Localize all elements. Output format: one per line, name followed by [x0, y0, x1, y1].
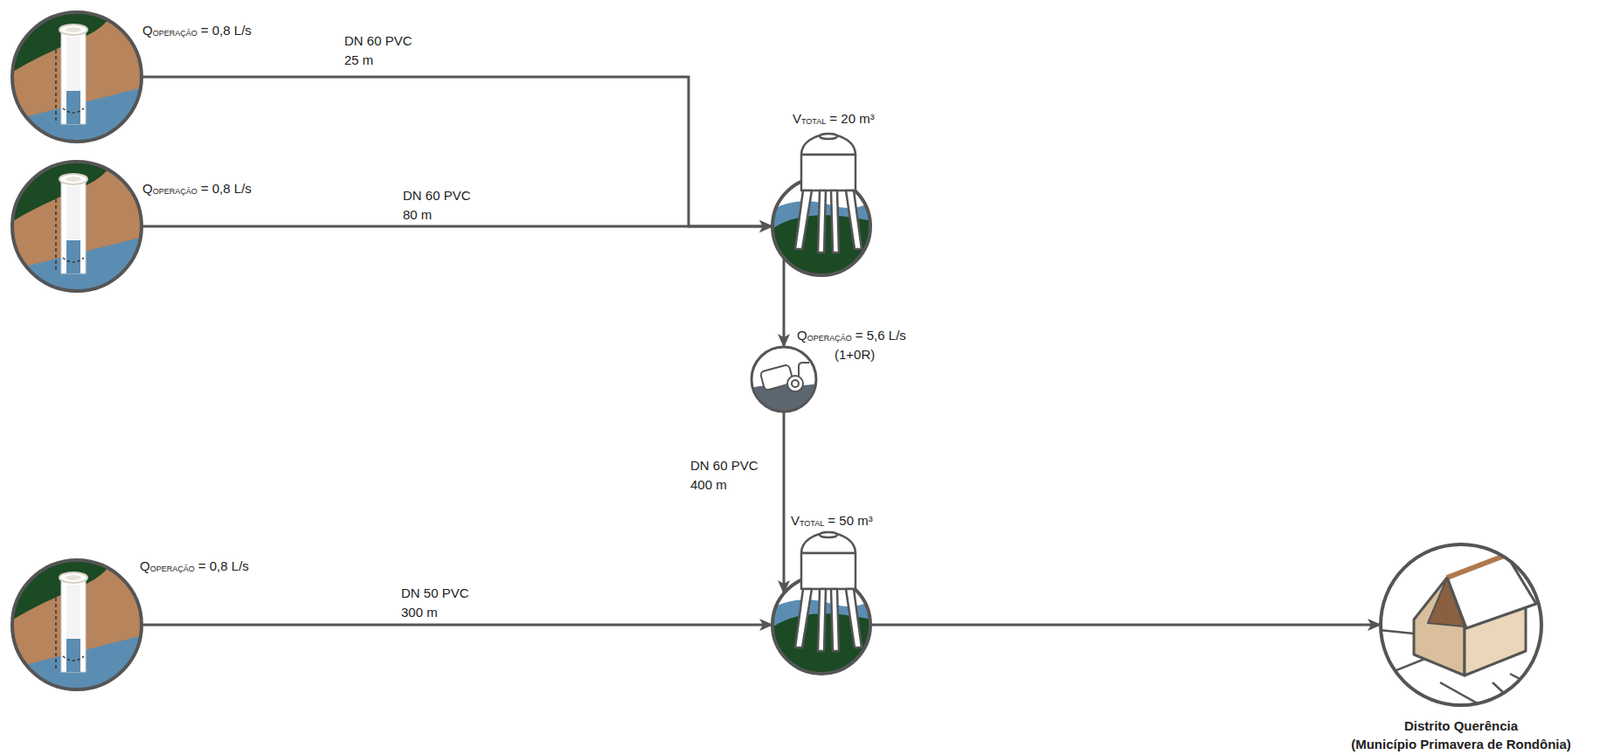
tank-icon: [770, 175, 873, 278]
pipe-connector: [141, 225, 773, 229]
node-label: (1+0R): [834, 346, 875, 363]
well-icon: [10, 558, 144, 692]
pump-node: QOPERAÇÃO = 5,6 L/s(1+0R): [749, 345, 818, 414]
node-label: QOPERAÇÃO = 0,8 L/s: [142, 22, 252, 42]
house-icon: [1378, 542, 1544, 707]
pump-icon: [749, 345, 818, 414]
place-name: Distrito Querência: [1404, 718, 1518, 735]
tank-icon: [770, 574, 873, 676]
well-node: QOPERAÇÃO = 0,8 L/s: [10, 558, 144, 692]
pipe-label: DN 50 PVC 300 m: [401, 583, 475, 623]
tank-node: VTOTAL = 50 m³: [770, 574, 873, 676]
tank-node: VTOTAL = 20 m³: [770, 175, 873, 278]
pipe-connector: [141, 76, 773, 227]
node-label: VTOTAL = 50 m³: [790, 512, 873, 532]
well-icon: [10, 10, 144, 144]
pipe-label: DN 60 PVC 25 m: [344, 31, 418, 70]
well-node: QOPERAÇÃO = 0,8 L/s: [10, 10, 144, 144]
pipe-connector: [141, 623, 773, 627]
pipe-label: DN 60 PVC 80 m: [402, 186, 477, 225]
place-name: (Município Primavera de Rondônia): [1350, 736, 1572, 753]
well-node: QOPERAÇÃO = 0,8 L/s: [10, 159, 144, 293]
pipe-label: DN 60 PVC 400 m: [690, 456, 764, 495]
pipe-connector: [782, 411, 786, 594]
well-icon: [10, 159, 144, 293]
pipe-connector: [870, 623, 1381, 627]
node-label: QOPERAÇÃO = 0,8 L/s: [142, 180, 252, 200]
node-label: QOPERAÇÃO = 0,8 L/s: [139, 558, 250, 577]
house-node: Distrito Querência(Município Primavera d…: [1378, 542, 1544, 707]
pipe-connector: [782, 257, 786, 347]
node-label: VTOTAL = 20 m³: [792, 110, 875, 130]
node-label: QOPERAÇÃO = 5,6 L/s: [796, 327, 907, 347]
